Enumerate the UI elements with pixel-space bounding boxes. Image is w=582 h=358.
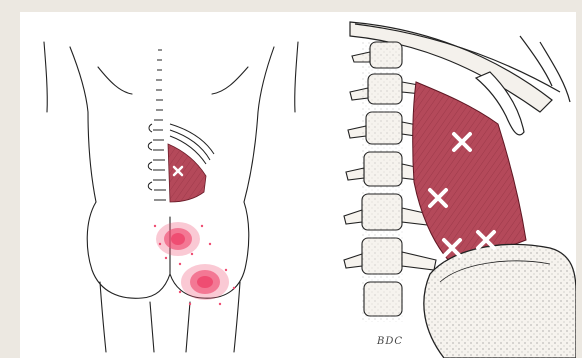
left-arm-outline	[44, 42, 47, 112]
left-inner-leg	[150, 302, 154, 352]
right-inner-leg	[186, 302, 190, 352]
right-leg	[234, 282, 240, 352]
iliac-crest	[424, 244, 576, 358]
pain-zone-lower	[181, 264, 229, 300]
bone-stipple	[362, 42, 404, 322]
left-torso-outline	[70, 47, 96, 202]
pain-zone-upper	[156, 222, 200, 256]
spine	[148, 50, 166, 200]
shoulder-blade-right	[212, 67, 248, 94]
illustration-panel: BDC	[20, 12, 576, 358]
right-arm-outline	[295, 42, 298, 112]
artist-signature: BDC	[377, 336, 403, 347]
shoulder-blade-left	[98, 67, 132, 94]
left-leg	[100, 282, 106, 352]
illustration-svg	[20, 12, 576, 358]
right-torso-outline	[244, 47, 274, 202]
